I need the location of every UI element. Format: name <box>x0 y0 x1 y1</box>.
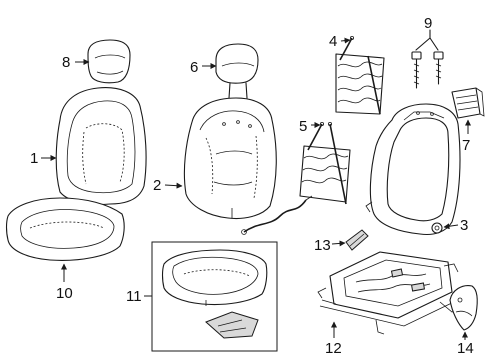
callout-7: 7 <box>462 119 471 154</box>
side-shield <box>449 285 478 331</box>
callout-12: 12 <box>325 321 342 357</box>
callout-2-label: 2 <box>153 177 161 194</box>
callout-14: 14 <box>457 331 474 357</box>
callout-4: 4 <box>329 33 351 50</box>
callout-9-label: 9 <box>424 15 432 32</box>
callout-14-label: 14 <box>457 340 474 357</box>
callout-5: 5 <box>299 118 321 135</box>
upper-spring-mat <box>335 36 385 115</box>
callout-4-label: 4 <box>329 33 337 50</box>
cushion-pad <box>161 249 268 306</box>
callout-11-label: 11 <box>126 288 142 305</box>
callout-3: 3 <box>443 217 468 234</box>
lower-spring-mat <box>299 122 351 205</box>
callout-6-label: 6 <box>190 59 198 76</box>
seat-cushion-cover <box>5 197 125 261</box>
callout-10-label: 10 <box>56 285 73 302</box>
headrest-assembly <box>215 43 259 99</box>
callout-5-label: 5 <box>299 118 307 135</box>
callout-7-label: 7 <box>462 137 470 154</box>
wire-harness <box>241 195 313 235</box>
callout-8: 8 <box>62 54 90 71</box>
callout-8-label: 8 <box>62 54 70 71</box>
callout-1: 1 <box>30 150 57 167</box>
side-trim-clip <box>451 87 485 119</box>
cushion-trim-panel <box>205 311 259 339</box>
callout-10: 10 <box>56 263 73 302</box>
seat-back-frame <box>365 103 461 236</box>
seat-track-frame <box>317 251 461 335</box>
seat-back-cover <box>55 87 147 206</box>
callout-3-label: 3 <box>460 217 468 234</box>
cover-shield <box>345 229 369 251</box>
headrest-cover <box>87 39 131 84</box>
bolt-right <box>433 51 444 85</box>
callout-1-label: 1 <box>30 150 38 167</box>
callout-6: 6 <box>190 59 217 76</box>
bolt-left <box>411 51 422 89</box>
cushion-pad-box <box>151 241 278 352</box>
callout-13-label: 13 <box>314 237 331 254</box>
callout-12-label: 12 <box>325 340 342 357</box>
callout-2: 2 <box>153 177 183 194</box>
callout-9: 9 <box>424 15 432 32</box>
seat-back-pad <box>183 97 277 220</box>
callout-13: 13 <box>314 237 346 254</box>
callout-11: 11 <box>126 288 152 305</box>
bolts-pair <box>411 29 444 89</box>
